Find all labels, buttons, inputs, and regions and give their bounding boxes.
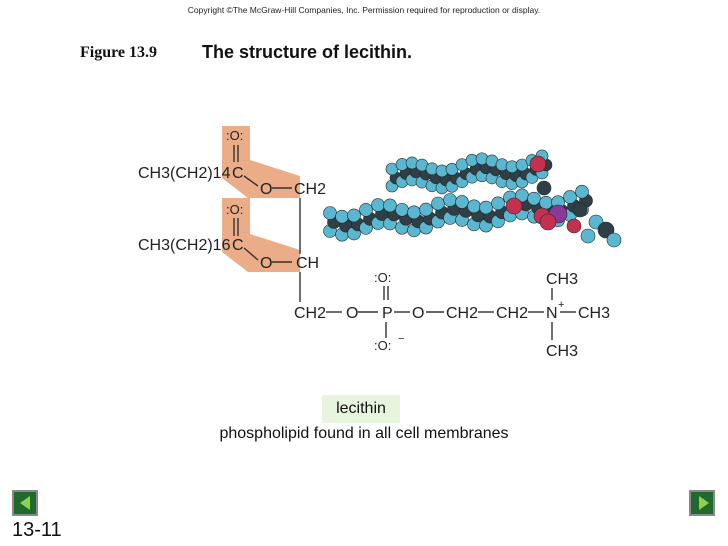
hydrogen-atom (347, 208, 361, 223)
ester-oxygen-2: O (260, 255, 272, 272)
phosphate-negative-charge: − (398, 333, 404, 345)
nitrogen-positive-charge: + (558, 299, 564, 311)
glycerol-ch2-top: CH2 (294, 181, 326, 198)
carbon-atom (572, 202, 588, 218)
oxygen-atom (539, 213, 557, 231)
phosphorus: P (382, 305, 393, 322)
arrow-left-icon (20, 496, 30, 510)
copyright-notice: Copyright ©The McGraw-Hill Companies, In… (187, 5, 541, 15)
ester-highlight-1 (222, 126, 300, 198)
hydrogen-atom (359, 203, 373, 217)
lecithin-label: lecithin (322, 395, 400, 423)
oxygen-atom (505, 197, 523, 215)
choline-ch2-b: CH2 (496, 305, 528, 322)
hydrogen-atom (407, 205, 421, 220)
hydrogen-atom (395, 202, 409, 217)
figure-number: Figure 13.9 (80, 44, 158, 61)
hydrogen-atom (606, 232, 622, 248)
methyl-bottom: CH3 (546, 343, 578, 360)
phosphate-ester-oxygen: O (346, 305, 358, 322)
hydrogen-atom (419, 202, 433, 217)
hydrogen-atom (479, 200, 493, 215)
carbon-atom (536, 180, 552, 196)
methyl-right: CH3 (578, 305, 610, 322)
fatty-acid-chain-2: CH3(CH2)16 (138, 237, 231, 254)
hydrogen-atom (527, 191, 541, 206)
choline-oxygen: O (412, 305, 424, 322)
carbonyl-oxygen-1: :O: (226, 128, 243, 143)
hydrogen-atom (335, 209, 349, 224)
hydrogen-atom (371, 198, 385, 212)
next-slide-button[interactable] (689, 490, 715, 516)
carbonyl-oxygen-2: :O: (226, 202, 243, 217)
hydrogen-atom (575, 184, 589, 199)
ester-oxygen-1: O (260, 181, 272, 198)
hydrogen-atom (455, 195, 469, 209)
fatty-acid-chain-1: CH3(CH2)14 (138, 165, 231, 182)
phosphate-oxygen-top: :O: (374, 270, 391, 285)
caption: phospholipid found in all cell membranes (219, 425, 509, 442)
figure-title: The structure of lecithin. (202, 42, 413, 62)
hydrogen-atom (467, 199, 481, 214)
oxygen-atom (529, 155, 547, 173)
hydrogen-atom (563, 190, 577, 204)
hydrogen-atom (383, 198, 397, 213)
oxygen-atom (566, 218, 582, 234)
hydrogen-atom (539, 195, 553, 210)
carbon-2: C (232, 237, 244, 254)
hydrogen-atom (580, 228, 596, 244)
bond-lines (233, 145, 576, 340)
choline-ch2-a: CH2 (446, 305, 478, 322)
choline-nitrogen: N (546, 305, 558, 322)
glycerol-ch2-bottom: CH2 (294, 305, 326, 322)
glycerol-ch-middle: CH (296, 255, 319, 272)
slide-number: 13-11 (12, 519, 62, 541)
ester-highlight-2 (222, 198, 300, 272)
previous-slide-button[interactable] (12, 490, 38, 516)
carbon-1: C (232, 165, 244, 182)
hydrogen-atom (443, 193, 457, 207)
phosphate-oxygen-bottom: :O: (374, 338, 391, 353)
space-filling-model (323, 149, 622, 248)
hydrogen-atom (323, 206, 337, 220)
arrow-right-icon (699, 496, 709, 510)
hydrogen-atom (431, 196, 445, 211)
methyl-top: CH3 (546, 271, 578, 288)
hydrogen-atom (491, 196, 505, 211)
